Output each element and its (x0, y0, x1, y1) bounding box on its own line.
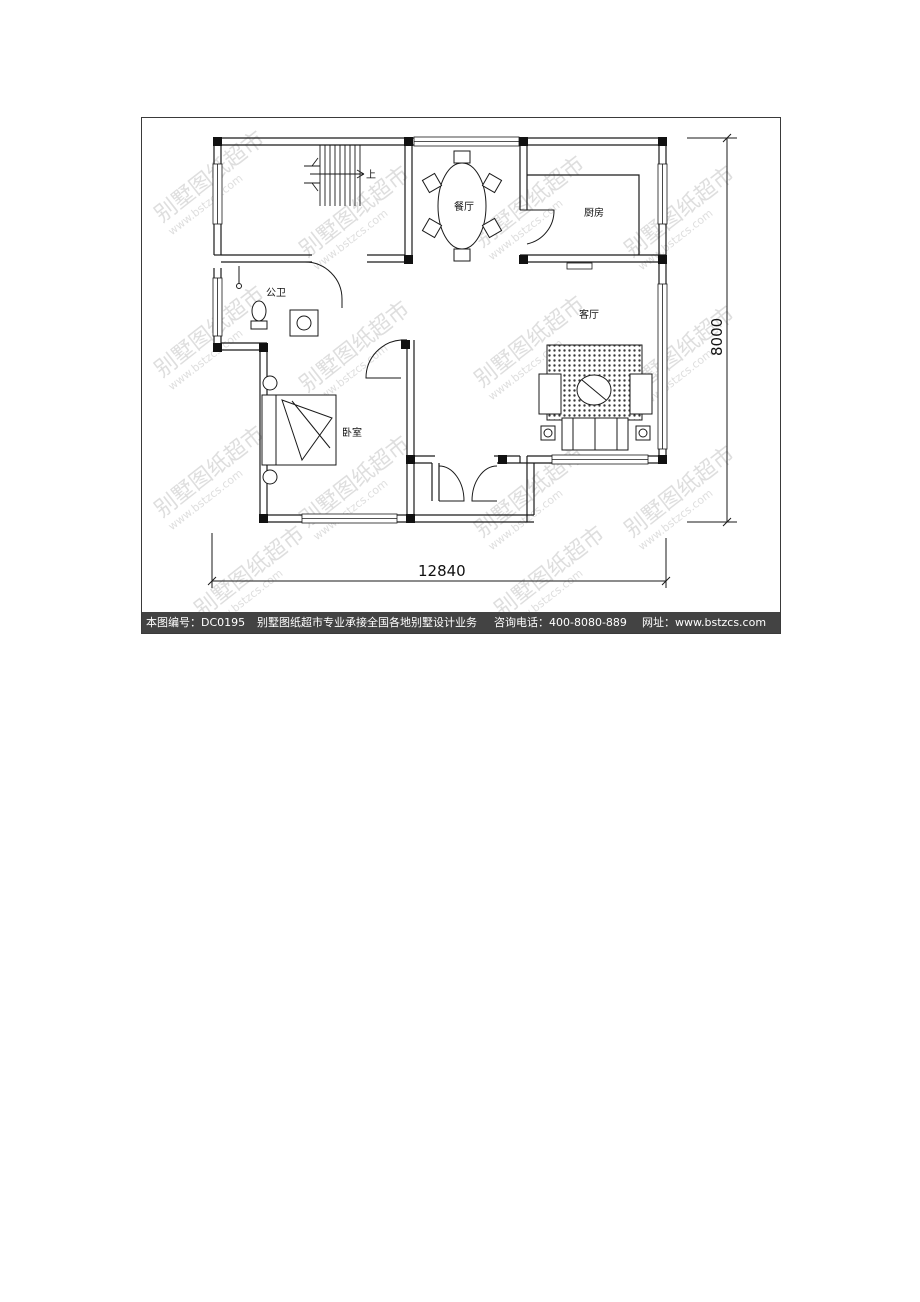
stair-treads (319, 145, 361, 206)
watermark-brand: 别墅图纸超市 (150, 422, 269, 523)
column (213, 137, 222, 146)
porch-left-wall (431, 463, 440, 501)
porch-right-wall (526, 456, 535, 522)
column (658, 137, 667, 146)
column (406, 514, 415, 523)
nightstand-lamp (262, 375, 278, 391)
watermark-brand: 别墅图纸超市 (190, 522, 309, 623)
basin-bowl (296, 315, 312, 331)
stair-landing (304, 165, 320, 184)
room-label-dining: 餐厅 (454, 200, 474, 213)
footer-phone: 咨询电话：400-8080-889 (494, 616, 627, 629)
dining-chair (421, 217, 443, 239)
dining-chair (421, 172, 443, 194)
dimension-lines: 12840 8000 (207, 133, 737, 588)
bed-headboard (261, 394, 277, 466)
watermark-brand: 别墅图纸超市 (150, 282, 269, 383)
kitchen: 厨房 (520, 206, 604, 245)
column (658, 455, 667, 464)
kitchen-hood (566, 262, 593, 270)
columns (213, 137, 667, 523)
footer-slogan: 别墅图纸超市专业承接全国各地别墅设计业务 (257, 616, 477, 629)
bed-blanket (281, 399, 333, 462)
living-room: 客厅 (538, 308, 653, 451)
side-lamp-right (638, 428, 648, 438)
column (259, 514, 268, 523)
width-dimension-ticks (207, 576, 671, 586)
floor-drain (236, 283, 242, 289)
footer-code: 本图编号：DC0195 (146, 616, 246, 629)
porch-bottom-wall (414, 514, 534, 523)
room-label-kitchen: 厨房 (584, 206, 604, 219)
dining-left-wall (404, 145, 413, 262)
footer-bar: 本图编号：DC0195 别墅图纸超市专业承接全国各地别墅设计业务 咨询电话：40… (142, 612, 780, 633)
footer-url: 网址：www.bstzcs.com (642, 616, 767, 629)
stair-bottom-wall (221, 254, 312, 263)
entrance-door (438, 465, 498, 502)
side-table-right (635, 425, 651, 441)
toilet-bowl (251, 300, 267, 322)
dining-chair (481, 172, 503, 194)
depth-dimension-line (687, 137, 737, 523)
armchair-right (629, 373, 653, 415)
entrance-door-right (471, 465, 498, 502)
dining-chair (453, 150, 471, 164)
dining-chair (481, 217, 503, 239)
dining-set: 餐厅 (421, 150, 503, 262)
windows (212, 136, 668, 524)
kitchen-door-swing (520, 209, 555, 245)
nightstand-lamp (262, 469, 278, 485)
kitchen-counter (527, 174, 640, 255)
staircase: 上 (304, 145, 376, 206)
column (519, 255, 528, 264)
stair-arrow (356, 169, 365, 179)
column (658, 255, 667, 264)
width-dimension-label: 12840 (418, 562, 466, 580)
column (498, 455, 507, 464)
column (401, 340, 410, 349)
column (406, 455, 415, 464)
watermark-brand: 别墅图纸超市 (470, 152, 589, 253)
side-lamp-left (543, 428, 553, 438)
column (259, 343, 268, 352)
armchair-left (538, 373, 562, 415)
kitchen-left-wall (519, 145, 528, 210)
bath-door-swing (304, 261, 343, 308)
toilet-tank (250, 320, 268, 330)
watermark-brand: 别墅图纸超市 (620, 162, 739, 263)
stair-break (311, 157, 319, 192)
room-label-living: 客厅 (579, 308, 599, 321)
column (404, 137, 413, 146)
bedroom-right-wall (406, 340, 415, 522)
column (213, 343, 222, 352)
coffee-table-detail (581, 379, 607, 401)
side-table-left (540, 425, 556, 441)
stair-up-label: 上 (366, 169, 376, 181)
room-label-bathroom: 公卫 (266, 288, 286, 299)
watermark-brand: 别墅图纸超市 (150, 127, 269, 228)
column (404, 255, 413, 264)
sofa-cushions (572, 418, 618, 450)
bathroom: 公卫 (236, 261, 343, 337)
bedroom-door-swing (365, 339, 402, 379)
width-dimension-line (211, 533, 667, 588)
porch-left-top (414, 455, 435, 464)
column (519, 137, 528, 146)
depth-dimension-ticks (722, 133, 732, 527)
entrance-door-left (438, 465, 465, 502)
dining-chair (453, 248, 471, 262)
depth-dimension-label: 8000 (708, 318, 726, 356)
stair-bottom-wall-right (367, 254, 405, 263)
bedroom: 卧室 (261, 339, 402, 485)
room-label-bedroom: 卧室 (342, 426, 362, 439)
kitchen-bottom-wall (520, 254, 666, 263)
